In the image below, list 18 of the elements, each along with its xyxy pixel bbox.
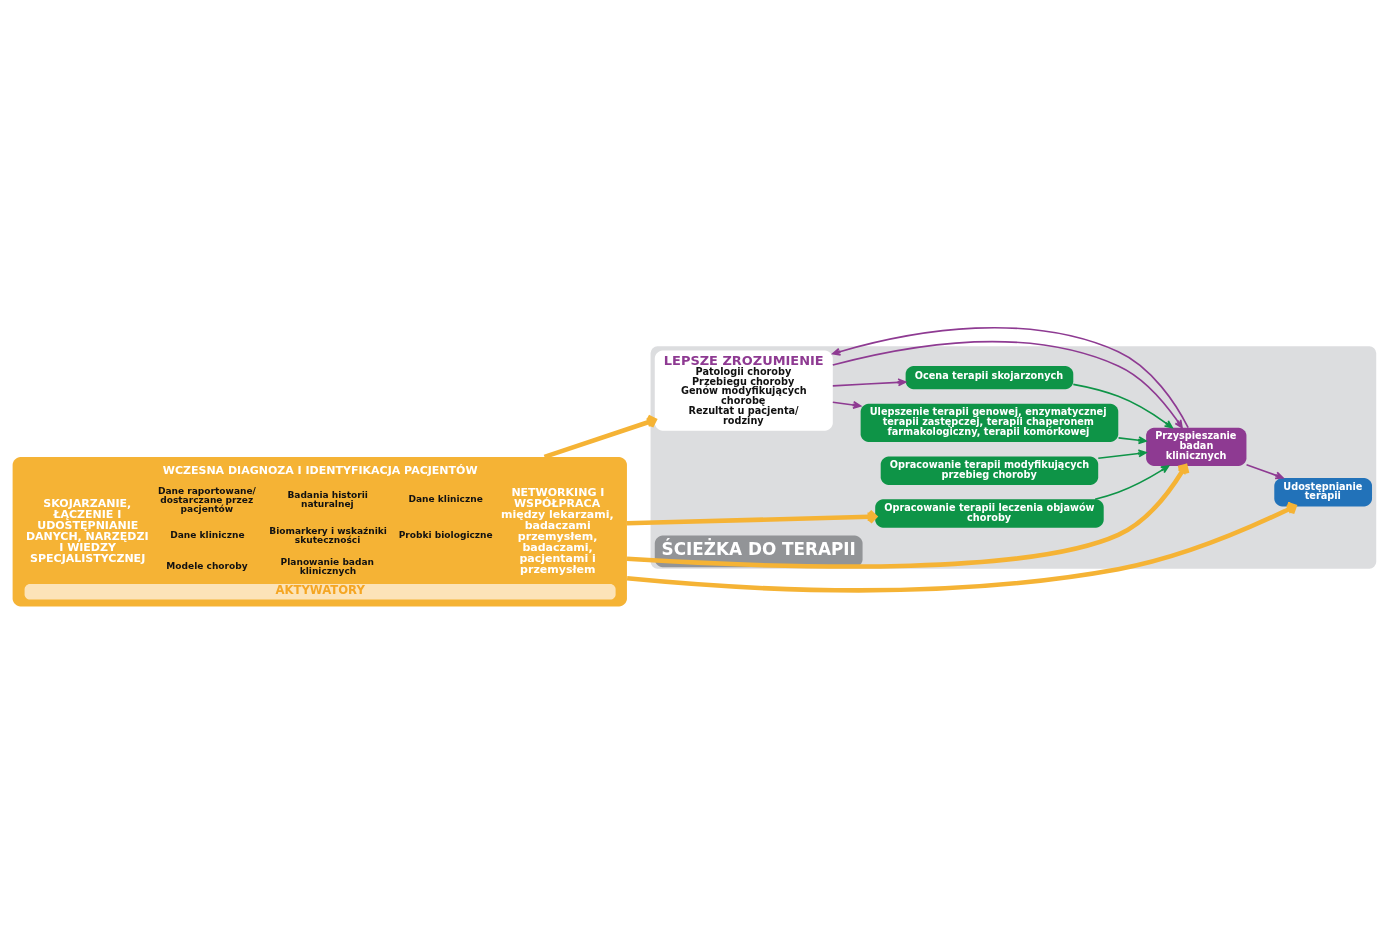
node-box: Udostępnianie terapii — [1274, 477, 1373, 506]
node-box: WCZESNA DIAGNOZA I IDENTYFIKACJA PACJENTÓW SKOJARZANIE, ŁĄCZENIE I UDOSTĘPNIANIE DANYCH, NARZĘDZI I WIEDZY SPECJALISTYCZNEJ Dane raportowane/ dostarczane przez pacjentów Badania historii naturalnej Dane kliniczne NETWORKING I WSPÓŁPRACA między lekarzami, badaczami przemysłem, badaczami, pacjentami i przemysłem Dane kliniczne Biomarkery i wskaźniki skuteczności Probki biologiczne Modele choroby Planowanie badan klinicznych AKTYWATORY — [12, 456, 627, 606]
arrow — [1097, 449, 1147, 459]
arrow — [832, 400, 862, 409]
arrow — [1117, 435, 1147, 444]
node-box: Opracowanie terapii modyfikujących przebieg choroby — [880, 456, 1099, 485]
arrow — [1094, 464, 1170, 500]
arrow — [626, 501, 1297, 592]
node-box: Ocena terapii skojarzonych — [905, 365, 1074, 389]
node-box: Ulepszenie terapii genowej, enzymatycznej terapii zastępczej, terapii chaperonem farmakologiczny, terapii komórkowej — [860, 403, 1119, 442]
arrow — [832, 377, 907, 387]
arrow — [832, 340, 1183, 428]
node-box: Opracowanie terapii leczenia objawów choroby — [875, 498, 1104, 528]
node-box: LEPSZE ZROZUMIENIE Patologii choroby Przebiegu choroby Genów modyfikujących chorobę Rezultat u pacjenta/ rodziny — [654, 349, 833, 431]
arrow — [832, 326, 1189, 428]
arrow — [1072, 383, 1173, 428]
arrow — [1245, 463, 1284, 479]
node-box: Przyspieszanie badan klinicznych — [1146, 427, 1247, 466]
